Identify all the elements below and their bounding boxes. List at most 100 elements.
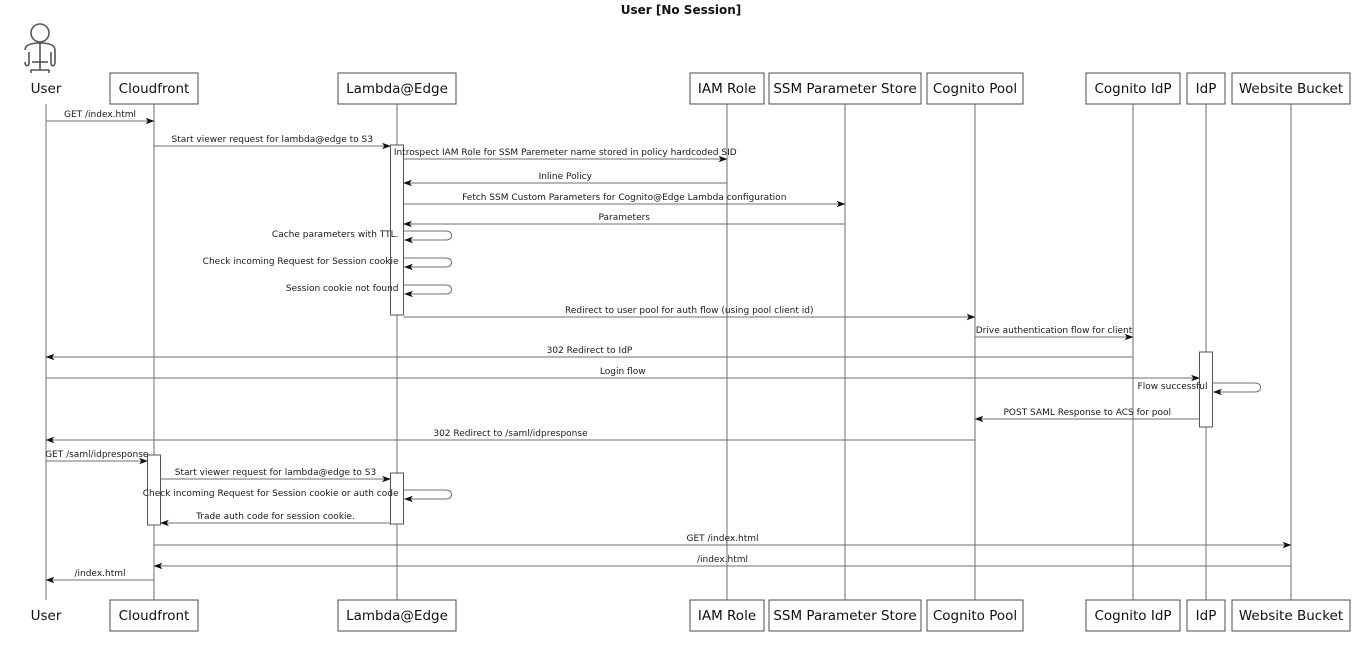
participant-header-cognitoidp[interactable]: Cognito IdP — [1085, 72, 1181, 105]
message-5: Fetch SSM Custom Parameters for Cognito@… — [403, 193, 846, 208]
self-message-arrow — [403, 257, 453, 271]
message-8: Check incoming Request for Session cooki… — [203, 257, 453, 271]
participant-label: IAM Role — [698, 608, 756, 624]
participant-footer-iamrole[interactable]: IAM Role — [689, 599, 765, 632]
participant-label: Cloudfront — [119, 81, 190, 97]
message-label: GET /index.html — [64, 110, 136, 120]
participant-footer-cloudfront[interactable]: Cloudfront — [109, 599, 199, 632]
participant-box[interactable] — [109, 72, 199, 105]
participant-box[interactable] — [689, 599, 765, 632]
message-22: /index.html — [153, 555, 1291, 570]
message-label: Drive authentication flow for client — [976, 326, 1133, 336]
participant-label: Cognito IdP — [1094, 608, 1171, 624]
participant-box[interactable] — [1085, 599, 1181, 632]
message-label: Cache parameters with TTL. — [272, 230, 399, 240]
message-label: GET /saml/idpresponse — [45, 450, 149, 460]
user-actor-icon — [24, 23, 56, 73]
participant-box[interactable] — [689, 72, 765, 105]
message-label: /index.html — [697, 555, 748, 565]
participant-box[interactable] — [926, 599, 1024, 632]
participant-header-user[interactable]: User — [31, 81, 62, 97]
message-label: POST SAML Response to ACS for pool — [1003, 408, 1171, 418]
participant-label: SSM Parameter Store — [773, 608, 916, 624]
participant-headers-group: User Cloudfront Lambda@Edge IAM Role SSM Par… — [31, 72, 1351, 105]
self-message-arrow — [403, 230, 453, 244]
message-15: POST SAML Response to ACS for pool — [974, 408, 1200, 423]
activation-bar-idp — [1199, 351, 1213, 428]
activations-group — [147, 144, 1213, 526]
participant-box[interactable] — [926, 72, 1024, 105]
message-6: Parameters — [402, 213, 845, 228]
participant-box[interactable] — [1231, 72, 1351, 105]
participant-box[interactable] — [109, 599, 199, 632]
message-label: 302 Redirect to /saml/idpresponse — [433, 429, 588, 439]
message-16: 302 Redirect to /saml/idpresponse — [45, 429, 975, 444]
participant-label: IdP — [1196, 608, 1217, 624]
participant-footer-idp[interactable]: IdP — [1186, 599, 1226, 632]
activation-bar-lambda — [390, 472, 404, 525]
participant-header-iamrole[interactable]: IAM Role — [689, 72, 765, 105]
participant-box[interactable] — [1186, 599, 1226, 632]
message-label: Flow successful — [1138, 382, 1208, 392]
message-14: Flow successful — [1138, 382, 1262, 396]
participant-header-lambda[interactable]: Lambda@Edge — [337, 72, 457, 105]
activation-bar-cloudfront — [147, 454, 161, 526]
message-label: Start viewer request for lambda@edge to … — [172, 135, 373, 145]
message-23: /index.html — [45, 569, 154, 584]
message-label: GET /index.html — [686, 534, 758, 544]
participant-label: User — [31, 608, 62, 624]
message-12: 302 Redirect to IdP — [45, 346, 1133, 361]
participant-footer-bucket[interactable]: Website Bucket — [1231, 599, 1351, 632]
page-title: User [No Session] — [621, 3, 742, 17]
message-13: Login flow — [46, 367, 1201, 382]
participant-box[interactable] — [1085, 72, 1181, 105]
participant-box[interactable] — [337, 599, 457, 632]
participant-label: User — [31, 81, 62, 97]
message-label: Session cookie not found — [286, 284, 399, 294]
message-7: Cache parameters with TTL. — [272, 230, 453, 244]
participant-header-idp[interactable]: IdP — [1186, 72, 1226, 105]
message-label: Login flow — [600, 367, 646, 377]
participant-label: Lambda@Edge — [346, 81, 448, 97]
message-11: Drive authentication flow for client — [975, 326, 1134, 341]
participant-label: Lambda@Edge — [346, 608, 448, 624]
message-21: GET /index.html — [154, 534, 1292, 549]
message-1: GET /index.html — [46, 110, 155, 125]
message-18: Start viewer request for lambda@edge to … — [160, 468, 392, 483]
participant-box[interactable] — [768, 72, 922, 105]
self-message-arrow — [1212, 382, 1262, 396]
actor-glyph-group — [24, 23, 56, 73]
message-label: Check incoming Request for Session cooki… — [143, 489, 399, 499]
participant-header-ssm[interactable]: SSM Parameter Store — [768, 72, 922, 105]
participant-footer-cognitoidp[interactable]: Cognito IdP — [1085, 599, 1181, 632]
participant-box[interactable] — [1231, 599, 1351, 632]
self-message-arrow — [403, 489, 453, 503]
participant-footer-ssm[interactable]: SSM Parameter Store — [768, 599, 922, 632]
participant-box[interactable] — [1186, 72, 1226, 105]
participant-header-bucket[interactable]: Website Bucket — [1231, 72, 1351, 105]
message-20: Trade auth code for session cookie. — [159, 512, 391, 527]
message-label: Trade auth code for session cookie. — [195, 512, 355, 522]
participant-box[interactable] — [768, 599, 922, 632]
message-17: GET /saml/idpresponse — [45, 450, 149, 465]
message-19: Check incoming Request for Session cooki… — [143, 489, 453, 503]
participant-header-cognitopool[interactable]: Cognito Pool — [926, 72, 1024, 105]
message-label: Check incoming Request for Session cooki… — [203, 257, 399, 267]
message-4: Inline Policy — [402, 172, 727, 187]
message-label: /index.html — [74, 569, 125, 579]
participant-label: SSM Parameter Store — [773, 81, 916, 97]
participant-footer-cognitopool[interactable]: Cognito Pool — [926, 599, 1024, 632]
participant-label: Cognito IdP — [1094, 81, 1171, 97]
participant-label: Cognito Pool — [933, 608, 1017, 624]
participant-header-cloudfront[interactable]: Cloudfront — [109, 72, 199, 105]
participant-footer-lambda[interactable]: Lambda@Edge — [337, 599, 457, 632]
participant-box[interactable] — [337, 72, 457, 105]
participant-label: Cognito Pool — [933, 81, 1017, 97]
message-9: Session cookie not found — [286, 284, 453, 298]
participant-footer-user[interactable]: User — [31, 608, 62, 624]
message-label: Parameters — [598, 213, 650, 223]
message-label: 302 Redirect to IdP — [547, 346, 633, 356]
